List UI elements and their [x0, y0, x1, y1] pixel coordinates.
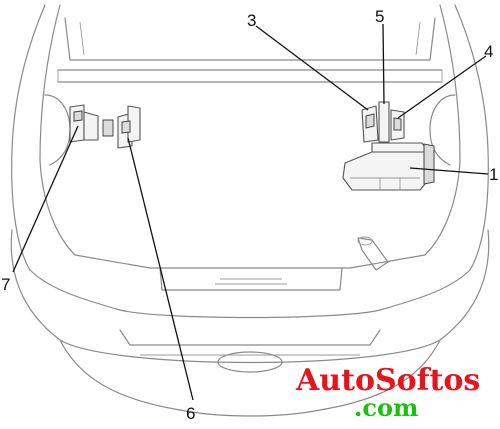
leader-4	[397, 55, 487, 119]
left-strut-tower	[44, 94, 71, 166]
front-fascia-top	[29, 269, 471, 319]
coolant-cap	[357, 237, 389, 271]
component-fuse-relay-4	[390, 109, 405, 141]
callout-1: 1	[489, 165, 498, 184]
watermark-domain: .com	[354, 393, 418, 422]
component-fuse-relay-3	[361, 105, 379, 143]
callout-3: 3	[247, 11, 256, 30]
leader-5	[382, 23, 385, 105]
grille-outline	[119, 329, 381, 346]
leader-lines	[12, 23, 489, 401]
leader-3	[255, 25, 369, 111]
watermark: AutoSoftos .com	[295, 363, 480, 422]
cowl-outline	[64, 17, 436, 61]
leader-1	[409, 167, 489, 175]
callout-5: 5	[375, 7, 384, 26]
right-strut-tower	[429, 94, 456, 166]
left-fender-outline	[11, 4, 46, 271]
leader-7	[12, 125, 79, 273]
front-bumper-outline	[10, 229, 490, 364]
leader-6	[127, 137, 194, 401]
component-engine-room-fuse-box	[342, 142, 435, 191]
callout-numbers: 3 5 4 1 7 6	[1, 7, 498, 423]
left-inner-fender	[39, 4, 61, 161]
callout-4: 4	[484, 42, 493, 61]
callout-7: 7	[1, 275, 10, 294]
component-fuse-relay-5	[378, 101, 390, 143]
component-relay-block-left	[69, 104, 114, 143]
watermark-brand: AutoSoftos	[295, 363, 480, 398]
hood-hinges	[79, 21, 421, 56]
vehicle-outline	[10, 4, 490, 417]
radiator-support	[74, 254, 426, 269]
right-inner-fender	[439, 4, 461, 161]
emblem	[217, 351, 283, 373]
right-fender-outline	[454, 4, 489, 271]
radiator-core-support	[159, 267, 343, 291]
cowl-panel	[57, 69, 443, 83]
callout-6: 6	[186, 404, 195, 423]
